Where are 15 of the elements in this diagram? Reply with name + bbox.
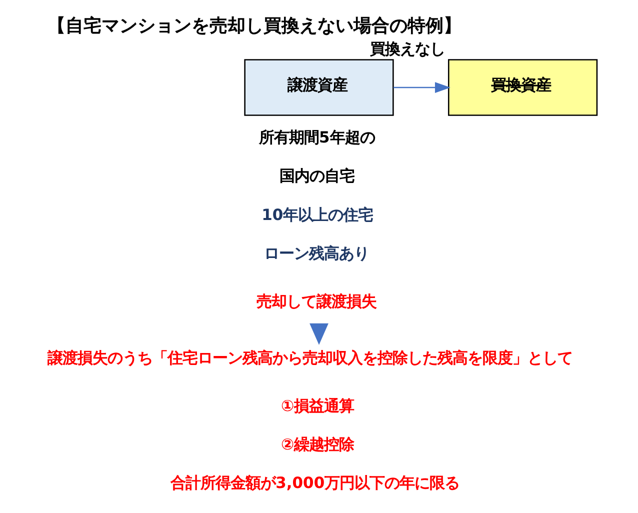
label: 所有期間5年超の: [259, 128, 375, 146]
node-text: 売却して譲渡損失: [256, 292, 376, 310]
diagram-title: 【自宅マンションを売却し買換えない場合の特例】: [47, 16, 462, 37]
arrow: [310, 323, 328, 345]
label: ②繰越控除: [280, 435, 354, 454]
node-text: 譲渡損失のうち「住宅ローン残高から売却収入を控除した残高を限度」として: [47, 349, 572, 368]
node-box: 譲渡資産: [244, 59, 394, 116]
node-box: 買換資産: [448, 59, 598, 116]
label: 国内の自宅: [280, 167, 355, 186]
label: ローン残高あり: [264, 244, 370, 263]
label: 合計所得金額が3,000万円以下の年に限る: [170, 474, 460, 492]
node-label: 買換えなし: [370, 40, 445, 58]
label: ①損益通算: [280, 396, 354, 415]
arrow: [393, 82, 450, 93]
label: 10年以上の住宅: [262, 206, 374, 224]
